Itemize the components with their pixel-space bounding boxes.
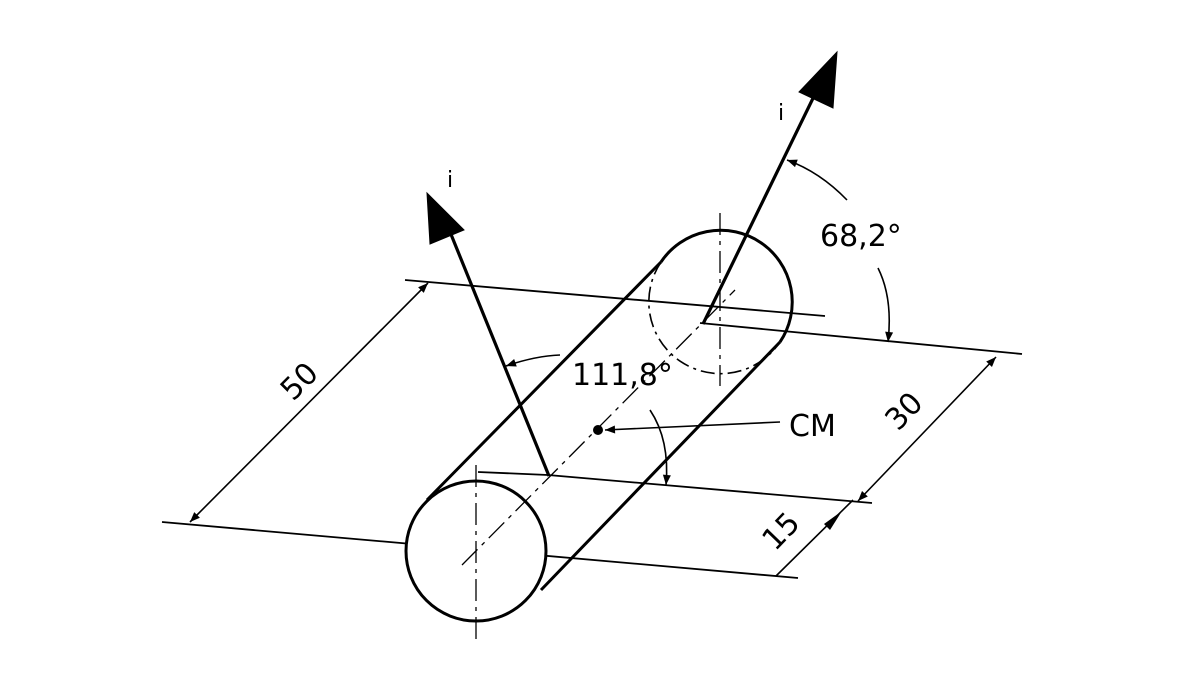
angle-arc-right-upper <box>786 159 848 201</box>
angle-left-label: 111,8° <box>572 358 673 393</box>
dimension-line-offset-far <box>857 356 997 502</box>
cylinder-side-upper <box>425 260 663 502</box>
vector-left-shaft <box>444 221 551 477</box>
angle-arc-left-upper <box>505 354 561 367</box>
angle-arc-left-lower <box>649 409 671 486</box>
dimension-offset-far-label: 30 <box>879 386 931 438</box>
vector-right-shaft <box>701 87 820 325</box>
dimension-line-length <box>189 282 429 523</box>
reference-lines <box>161 279 1023 579</box>
reference-line-middle <box>547 474 873 504</box>
vector-right-label: i <box>778 101 784 126</box>
vector-left-arrowhead <box>426 191 465 245</box>
dimension-near-arrowhead <box>824 511 842 530</box>
vectors <box>444 87 820 477</box>
cylinder-far-end-visible <box>659 228 794 343</box>
reference-line-right <box>699 322 1023 355</box>
center-of-mass-point <box>593 425 603 435</box>
vector-right-arrowhead <box>798 50 838 109</box>
reference-line-stub <box>477 471 549 476</box>
angle-arc-right-lower <box>877 267 894 343</box>
dimension-offset-near-label: 15 <box>756 506 808 558</box>
reference-line-top <box>404 279 826 317</box>
dimension-lines <box>189 282 997 577</box>
angle-right-label: 68,2° <box>820 219 902 254</box>
center-of-mass-leader <box>604 421 781 434</box>
vector-left-label: i <box>447 168 453 193</box>
cylinder-side-lower <box>539 340 782 592</box>
cylinder-far-end-hidden <box>648 261 781 375</box>
dimension-length-label: 50 <box>274 356 326 408</box>
center-of-mass-label: CM <box>789 409 836 444</box>
angle-arcs <box>505 159 894 486</box>
